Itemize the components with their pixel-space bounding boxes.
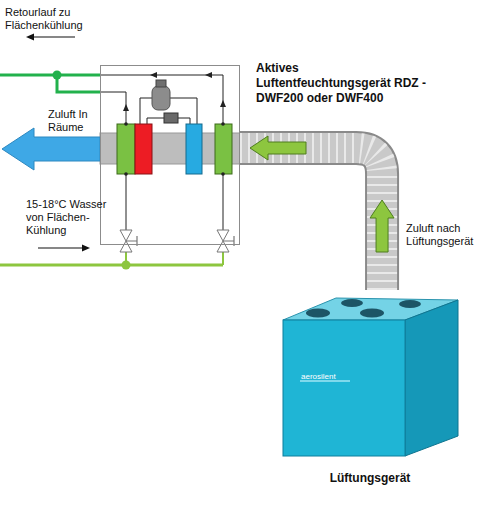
node-heading: Aktives Luftentfeuchtungsgerät RDZ - DWF… xyxy=(256,61,434,106)
edge-label: Zuluft nach Lüftungsgerät xyxy=(406,222,499,248)
pipe-label: Retourlauf zu Flächenkühlung xyxy=(5,6,95,32)
airflow-label: Zuluft In Räume xyxy=(48,108,104,134)
pipe-label: 15-18°C Wasser von Flächen-Kühlung xyxy=(26,198,118,237)
brand-logo: aerosilent xyxy=(301,372,371,382)
air-duct xyxy=(240,136,394,290)
node-heading: Lüftungsgerät xyxy=(290,471,450,486)
dehumidifier-housing: Aktives Luftentfeuchtungsgerät RDZ - DWF… xyxy=(100,65,240,245)
